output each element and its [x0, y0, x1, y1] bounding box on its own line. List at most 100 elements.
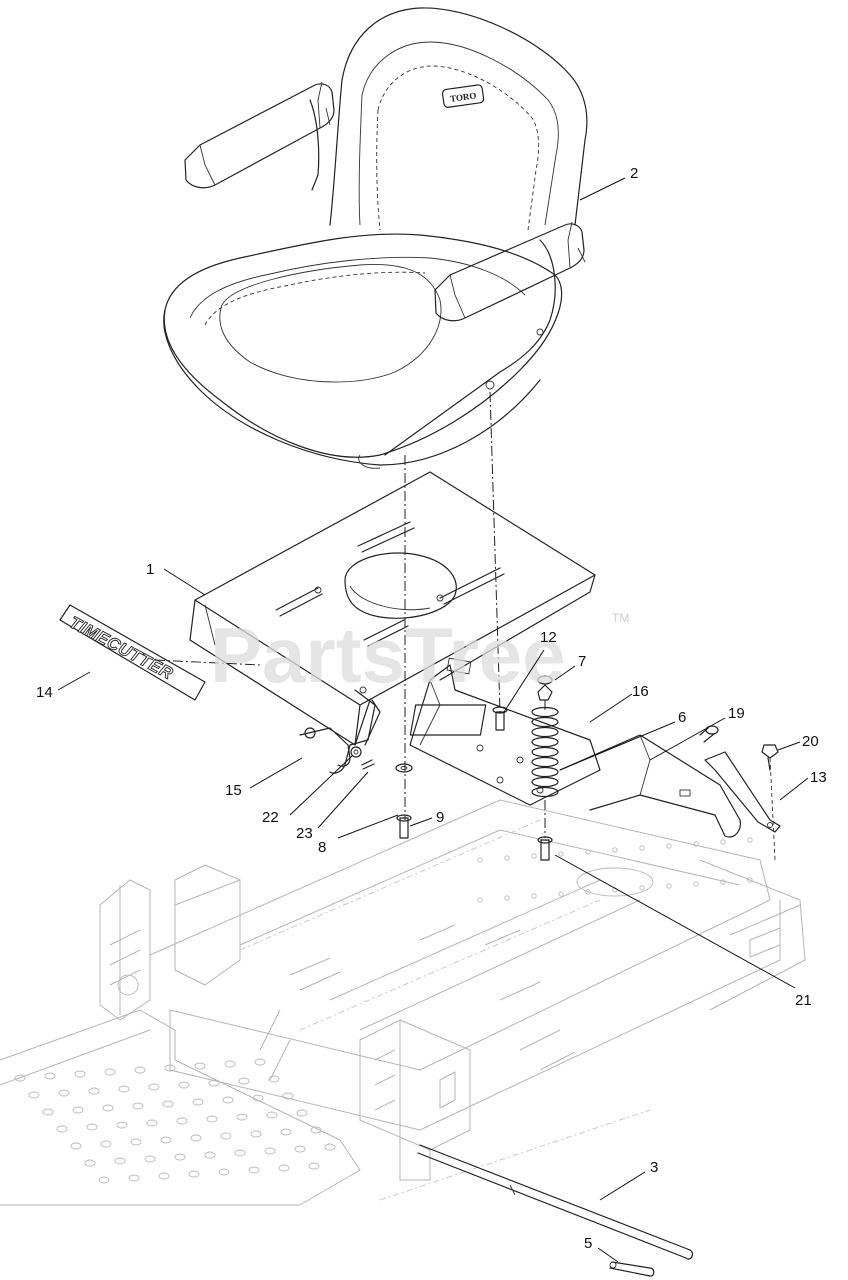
deck-hole	[174, 1153, 186, 1161]
deck-hole	[224, 1060, 236, 1068]
deck-hole	[130, 1138, 142, 1146]
deck-hole	[188, 1170, 200, 1178]
spring-coil	[531, 766, 559, 778]
callout-15: 15	[225, 782, 242, 799]
deck-hole	[222, 1096, 234, 1104]
callout-12: 12	[540, 629, 557, 646]
deck-hole	[248, 1166, 260, 1174]
deck-hole	[250, 1130, 262, 1138]
decal-label: TIMECUTTER	[66, 613, 176, 684]
pivot-rod	[417, 1144, 694, 1277]
deck-hole	[72, 1106, 84, 1114]
deck-hole	[116, 1121, 128, 1129]
frame-hole	[531, 893, 537, 899]
spring-coil	[531, 786, 559, 798]
spring-assembly	[492, 675, 559, 861]
deck-hole	[98, 1176, 110, 1184]
spring-coil	[531, 746, 559, 758]
callout-16: 16	[632, 683, 649, 700]
frame-hole	[504, 855, 510, 861]
frame-hole	[477, 857, 483, 863]
deck-hole	[134, 1066, 146, 1074]
deck-hole	[144, 1155, 156, 1163]
frame-hole	[585, 849, 591, 855]
callout-9: 9	[436, 809, 444, 826]
watermark-trademark: TM	[612, 611, 629, 625]
deck-hole	[308, 1162, 320, 1170]
frame-hole	[639, 885, 645, 891]
partstree-watermark: PartsTree TM	[210, 611, 629, 699]
frame-hole	[747, 877, 753, 883]
assembly-lines	[154, 391, 776, 861]
frame-hole	[612, 847, 618, 853]
frame-hole	[558, 891, 564, 897]
deck-hole	[236, 1113, 248, 1121]
callout-5: 5	[584, 1235, 592, 1252]
frame-hole	[693, 881, 699, 887]
frame-hole	[666, 843, 672, 849]
frame-hole	[666, 883, 672, 889]
rear-bracket	[559, 734, 741, 838]
deck-hole	[254, 1058, 266, 1066]
deck-hole	[102, 1104, 114, 1112]
deck-hole	[162, 1100, 174, 1108]
callout-13: 13	[810, 769, 827, 786]
deck-hole	[238, 1077, 250, 1085]
deck-hole	[132, 1102, 144, 1110]
deck-hole	[280, 1128, 292, 1136]
callout-22: 22	[262, 809, 279, 826]
deck-hole	[204, 1151, 216, 1159]
deck-hole	[218, 1168, 230, 1176]
deck-hole	[266, 1111, 278, 1119]
deck-hole	[114, 1157, 126, 1165]
deck-hole	[44, 1072, 56, 1080]
frame-hole	[747, 837, 753, 843]
frame-hole	[720, 879, 726, 885]
seat-logo: TORO	[449, 90, 476, 104]
deck-hole	[118, 1085, 130, 1093]
deck-hole	[28, 1091, 40, 1099]
deck-hole	[100, 1140, 112, 1148]
deck-hole	[264, 1147, 276, 1155]
watermark-text: PartsTree	[210, 611, 566, 699]
callout-23: 23	[296, 825, 313, 842]
deck-hole	[220, 1132, 232, 1140]
frame-hole	[477, 897, 483, 903]
seat: TORO	[163, 7, 588, 469]
deck-hole	[148, 1083, 160, 1091]
callout-1: 1	[146, 561, 154, 578]
frame-hole	[531, 853, 537, 859]
deck-hole	[14, 1074, 26, 1082]
deck-hole	[146, 1119, 158, 1127]
spring-coil	[531, 736, 559, 748]
callout-3: 3	[650, 1159, 658, 1176]
spring-coil	[531, 726, 559, 738]
frame-hole	[693, 841, 699, 847]
callout-21: 21	[795, 992, 812, 1009]
deck-hole	[58, 1089, 70, 1097]
hardware-left	[299, 727, 413, 839]
suspension-plate	[409, 657, 601, 806]
deck-hole	[252, 1094, 264, 1102]
deck-hole	[42, 1108, 54, 1116]
spring-coil	[531, 776, 559, 788]
deck-hole	[324, 1143, 336, 1151]
deck-hole	[194, 1062, 206, 1070]
deck-hole	[310, 1126, 322, 1134]
frame-hole	[720, 839, 726, 845]
callout-19: 19	[728, 705, 745, 722]
deck-hole	[158, 1172, 170, 1180]
spring-coil	[531, 716, 559, 728]
deck-hole	[160, 1136, 172, 1144]
deck-hole	[294, 1145, 306, 1153]
deck-hole	[178, 1081, 190, 1089]
deck-hole	[84, 1159, 96, 1167]
spring-coil	[531, 756, 559, 768]
deck-hole	[88, 1087, 100, 1095]
callout-7: 7	[578, 653, 586, 670]
frame-hole	[585, 889, 591, 895]
frame-hole	[504, 895, 510, 901]
deck-hole	[56, 1125, 68, 1133]
callout-8: 8	[318, 839, 326, 856]
deck-hole	[190, 1134, 202, 1142]
